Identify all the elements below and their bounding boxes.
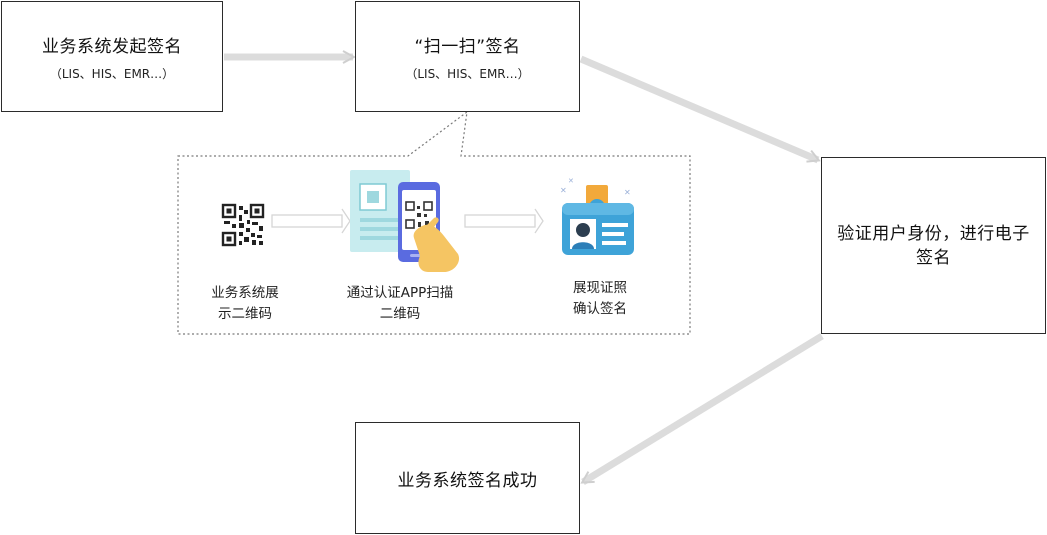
step-caption-line: 展现证照 — [573, 280, 627, 296]
step-caption-line: 确认签名 — [573, 301, 627, 317]
step-caption-scan-app: 通过认证APP扫描 二维码 — [320, 283, 480, 325]
scan-title: “扫一扫”签名 — [414, 36, 521, 57]
verify-title: 验证用户身份，进行电子签名 — [837, 223, 1030, 268]
phone-scan-icon — [350, 170, 460, 272]
arrow-step1-to-step2 — [271, 208, 351, 234]
id-card-icon: ✕ ✕ ✕ — [560, 177, 634, 255]
step-caption-confirm: 展现证照 确认签名 — [545, 278, 655, 320]
svg-text:✕: ✕ — [624, 188, 631, 197]
arrow-step2-to-step3 — [464, 208, 544, 234]
step-caption-show-qr: 业务系统展 示二维码 — [190, 283, 300, 325]
step-caption-line: 二维码 — [379, 306, 421, 322]
verify-identity-box: 验证用户身份，进行电子签名 — [821, 157, 1046, 334]
step-caption-line: 业务系统展 — [211, 285, 279, 301]
initiate-subtitle: （LIS、HIS、EMR…） — [49, 66, 175, 81]
arrow-verify-to-success — [583, 333, 824, 485]
scan-subtitle: （LIS、HIS、EMR…） — [405, 66, 530, 81]
initiate-title: 业务系统发起签名 — [42, 36, 182, 57]
step-caption-line: 通过认证APP扫描 — [346, 285, 454, 301]
success-title: 业务系统签名成功 — [397, 470, 538, 491]
step-caption-line: 示二维码 — [218, 306, 272, 322]
qr-code-icon — [221, 203, 265, 247]
signature-success-box: 业务系统签名成功 — [355, 422, 580, 534]
initiate-signature-box: 业务系统发起签名 （LIS、HIS、EMR…） — [1, 1, 223, 112]
svg-text:✕: ✕ — [568, 177, 574, 185]
svg-text:✕: ✕ — [560, 186, 567, 195]
arrow-scan-to-verify — [579, 55, 818, 164]
scan-signature-box: “扫一扫”签名 （LIS、HIS、EMR…） — [355, 1, 580, 112]
